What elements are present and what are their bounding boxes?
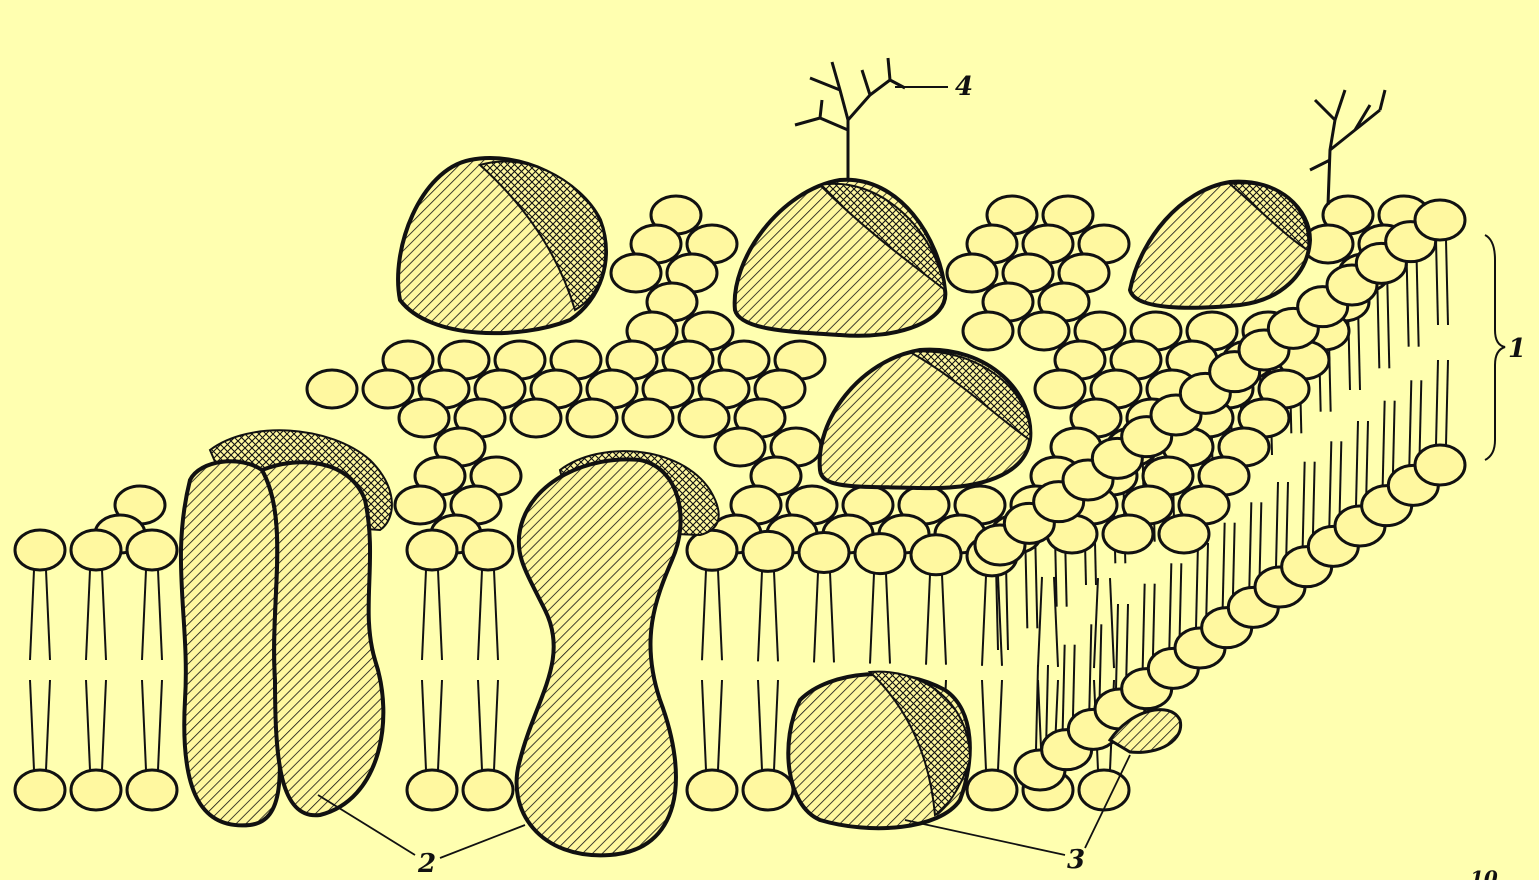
phospholipid-head <box>1159 515 1209 553</box>
phospholipid-head <box>911 535 961 575</box>
phospholipid-head <box>15 530 65 570</box>
phospholipid-head <box>511 399 561 437</box>
phospholipid-head <box>623 399 673 437</box>
page-number: 10 <box>1470 866 1498 880</box>
phospholipid-head <box>395 486 445 524</box>
phospholipid-head <box>855 534 905 574</box>
phospholipid-head <box>1415 200 1465 240</box>
peripheral-protein <box>788 672 970 829</box>
phospholipid-head <box>1035 370 1085 408</box>
phospholipid-head <box>947 254 997 292</box>
phospholipid-head <box>687 530 737 570</box>
phospholipid-head <box>967 770 1017 810</box>
label-1: 1 <box>1508 334 1526 364</box>
phospholipid-head <box>463 770 513 810</box>
phospholipid-head <box>687 770 737 810</box>
phospholipid-head <box>1019 312 1069 350</box>
label-3: 3 <box>1067 845 1085 875</box>
integral-protein-left <box>181 430 392 825</box>
phospholipid-head <box>463 530 513 570</box>
phospholipid-head <box>71 530 121 570</box>
phospholipid-head <box>743 531 793 571</box>
phospholipid-head <box>363 370 413 408</box>
phospholipid-head <box>399 399 449 437</box>
phospholipid-head <box>567 399 617 437</box>
phospholipid-head <box>799 532 849 572</box>
phospholipid-head <box>307 370 357 408</box>
phospholipid-head <box>15 770 65 810</box>
label-2: 2 <box>417 849 436 879</box>
phospholipid-head <box>1079 770 1129 810</box>
phospholipid-head <box>1103 515 1153 553</box>
phospholipid-head <box>715 428 765 466</box>
phospholipid-head <box>963 312 1013 350</box>
phospholipid-head <box>407 530 457 570</box>
phospholipid-head <box>1415 445 1465 485</box>
label-4: 4 <box>955 72 973 102</box>
phospholipid-head <box>127 530 177 570</box>
phospholipid-head <box>407 770 457 810</box>
phospholipid-head <box>679 399 729 437</box>
phospholipid-head <box>611 254 661 292</box>
phospholipid-head <box>71 770 121 810</box>
phospholipid-head <box>743 770 793 810</box>
phospholipid-head <box>127 770 177 810</box>
